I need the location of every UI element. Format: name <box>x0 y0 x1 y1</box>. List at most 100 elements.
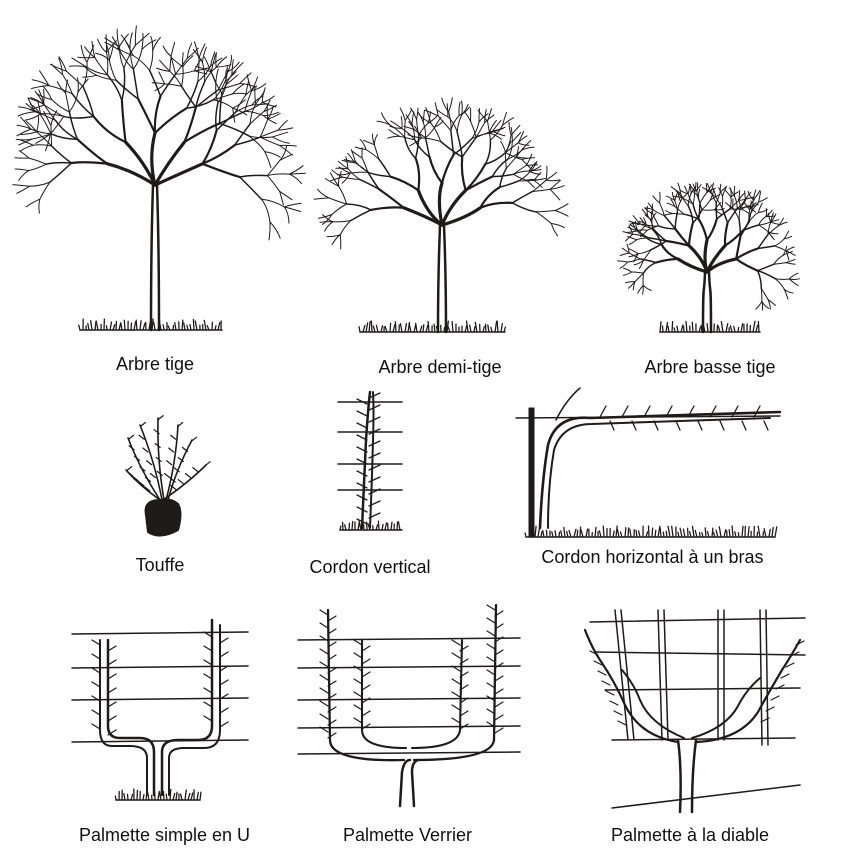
branch <box>770 221 780 225</box>
spur <box>353 678 363 685</box>
branch <box>409 137 423 147</box>
branch <box>413 139 431 158</box>
grass-blade <box>551 531 554 538</box>
branch <box>148 69 162 97</box>
branch <box>83 65 98 76</box>
spur <box>597 670 607 676</box>
branch <box>410 107 418 121</box>
branch <box>655 257 679 264</box>
spur <box>219 679 229 686</box>
branch <box>404 119 406 138</box>
branch <box>785 250 790 261</box>
spur <box>494 610 504 617</box>
grass-blade <box>503 326 506 333</box>
branch <box>279 153 293 161</box>
branch <box>77 77 79 93</box>
branch <box>492 130 506 137</box>
spur <box>91 695 101 702</box>
branch <box>183 122 221 144</box>
branch <box>694 184 702 192</box>
branch <box>54 119 79 141</box>
grass-blade <box>496 320 499 333</box>
branch <box>622 231 634 235</box>
bud <box>164 472 171 479</box>
branch <box>646 205 649 217</box>
branch <box>414 157 421 192</box>
branch <box>626 243 630 254</box>
branch <box>332 220 352 223</box>
grass-blade <box>196 791 199 801</box>
branch <box>712 188 717 198</box>
branch <box>36 131 53 147</box>
branch <box>470 120 477 138</box>
grass-blade <box>217 322 221 331</box>
branch <box>197 58 200 83</box>
branch <box>471 121 480 140</box>
branch <box>487 108 492 122</box>
branch <box>730 187 732 198</box>
branch <box>670 186 681 194</box>
spur <box>107 729 117 736</box>
spur <box>219 665 229 672</box>
branch <box>694 182 697 192</box>
branch <box>735 257 759 272</box>
branch <box>507 149 523 160</box>
branch <box>768 231 779 235</box>
branch <box>672 195 683 199</box>
support-wire <box>594 651 806 656</box>
support-wire <box>71 697 249 701</box>
grass-blade <box>465 320 469 333</box>
grass-blade <box>747 526 750 538</box>
grass-blade <box>568 529 572 538</box>
grass-blade <box>624 526 627 538</box>
branch <box>203 56 212 73</box>
branch <box>549 185 565 190</box>
spur <box>731 405 739 418</box>
bud <box>128 445 135 451</box>
branch <box>82 85 95 118</box>
grass-blade <box>384 522 388 531</box>
branch <box>675 190 683 199</box>
trellis-post <box>663 609 669 741</box>
spur <box>486 669 496 676</box>
branch <box>259 129 279 138</box>
branch <box>427 111 432 124</box>
spur <box>361 684 371 691</box>
branch <box>227 55 233 73</box>
right-branch <box>694 638 802 744</box>
branch <box>460 155 467 192</box>
branch <box>404 108 413 121</box>
branch <box>266 175 281 192</box>
branch <box>531 188 551 193</box>
grass-blade <box>375 324 379 333</box>
grass-blade <box>579 526 582 538</box>
branch <box>434 102 439 117</box>
grass-blade <box>734 531 737 538</box>
branch <box>326 234 341 238</box>
stem <box>139 424 163 501</box>
branch <box>687 186 691 195</box>
spur <box>107 687 117 694</box>
branch <box>218 110 246 125</box>
branch <box>215 56 228 68</box>
branch <box>180 85 197 108</box>
grass-blade <box>616 528 620 538</box>
grass-blade <box>344 524 347 531</box>
branch <box>484 109 487 124</box>
branch <box>198 43 206 60</box>
branch <box>634 220 639 231</box>
branch <box>106 73 123 102</box>
branch <box>201 46 207 63</box>
branch <box>170 56 184 68</box>
grass-blade <box>537 526 541 538</box>
spur <box>459 684 469 691</box>
branch <box>201 61 206 83</box>
branch <box>421 137 442 143</box>
branch <box>639 217 647 226</box>
branch <box>692 209 703 224</box>
branch <box>650 210 653 221</box>
branch <box>757 245 776 250</box>
grass-blade <box>142 323 146 331</box>
grass-blade <box>474 321 478 333</box>
branch <box>749 199 754 215</box>
